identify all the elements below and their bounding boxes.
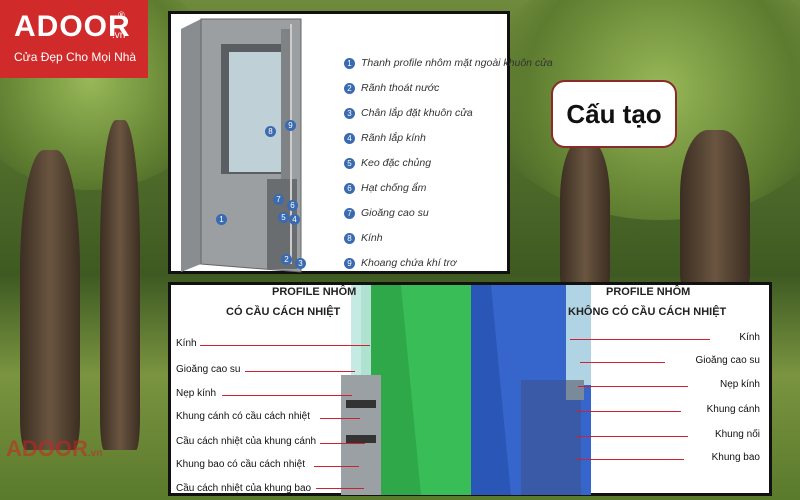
- leader-line: [314, 466, 359, 467]
- callout-9: 9: [285, 120, 296, 131]
- left-heading-2: CÓ CẦU CÁCH NHIỆT: [226, 306, 341, 318]
- callout-4: 4: [289, 214, 300, 225]
- left-label: Nẹp kính: [176, 388, 217, 399]
- left-heading-1: PROFILE NHÔM: [272, 286, 357, 298]
- logo-domain: .vn: [112, 30, 126, 41]
- left-label: Cầu cách nhiệt của khung cánh: [176, 436, 317, 447]
- callout-8: 8: [265, 126, 276, 137]
- right-label: Kính: [739, 332, 760, 343]
- right-heading-1: PROFILE NHÔM: [606, 286, 691, 298]
- leader-line: [316, 488, 364, 489]
- window-profile-illustration: [181, 18, 302, 273]
- tree-trunk: [680, 130, 750, 290]
- left-label: Khung bao có cầu cách nhiệt: [176, 459, 305, 470]
- leader-line: [320, 443, 365, 444]
- left-label: Kính: [176, 338, 197, 349]
- window-structure-diagram: 1 2 3 4 5 6 7 8 9: [168, 11, 510, 274]
- watermark-mark: ADOOR: [6, 436, 88, 461]
- leader-line: [245, 371, 355, 372]
- brand-logo[interactable]: ADOOR ® .vn Cửa Đẹp Cho Mọi Nhà: [0, 0, 148, 78]
- leader-line: [200, 345, 370, 346]
- callout-2: 2: [281, 254, 292, 265]
- right-label: Khung bao: [711, 452, 760, 463]
- callout-7: 7: [273, 194, 284, 205]
- profile-comparison-illustration: [341, 285, 591, 495]
- leader-line: [576, 459, 684, 460]
- tree-trunk: [20, 150, 80, 450]
- right-label: Khung nối: [714, 429, 760, 440]
- callout-3: 3: [295, 258, 306, 269]
- left-label: Khung cánh có cầu cách nhiệt: [176, 411, 310, 422]
- right-label: Gioăng cao su: [695, 355, 761, 366]
- right-label: Nẹp kính: [719, 379, 760, 390]
- logo-mark: ADOOR: [14, 10, 131, 43]
- callout-1: 1: [216, 214, 227, 225]
- leader-line: [570, 339, 710, 340]
- logo-registered: ®: [118, 10, 125, 20]
- right-heading-2: KHÔNG CÓ CẦU CÁCH NHIỆT: [568, 306, 727, 318]
- logo-tagline: Cửa Đẹp Cho Mọi Nhà: [14, 50, 137, 64]
- tree-trunk: [100, 120, 140, 450]
- leader-line: [222, 395, 352, 396]
- callout-5: 5: [278, 212, 289, 223]
- thermal-break-comparison: [168, 282, 772, 496]
- watermark-logo: ADOOR.vn: [6, 436, 102, 462]
- leader-line: [576, 411, 681, 412]
- page-title: Cấu tạo: [551, 80, 677, 148]
- watermark-domain: .vn: [87, 448, 103, 459]
- tree-trunk: [560, 140, 610, 290]
- callout-6: 6: [287, 200, 298, 211]
- leader-line: [580, 362, 665, 363]
- leader-line: [320, 418, 360, 419]
- right-label: Khung cánh: [706, 404, 760, 415]
- left-label: Gioăng cao su: [176, 364, 241, 375]
- left-label: Cầu cách nhiệt của khung bao: [176, 483, 312, 494]
- leader-line: [576, 436, 688, 437]
- leader-line: [578, 386, 688, 387]
